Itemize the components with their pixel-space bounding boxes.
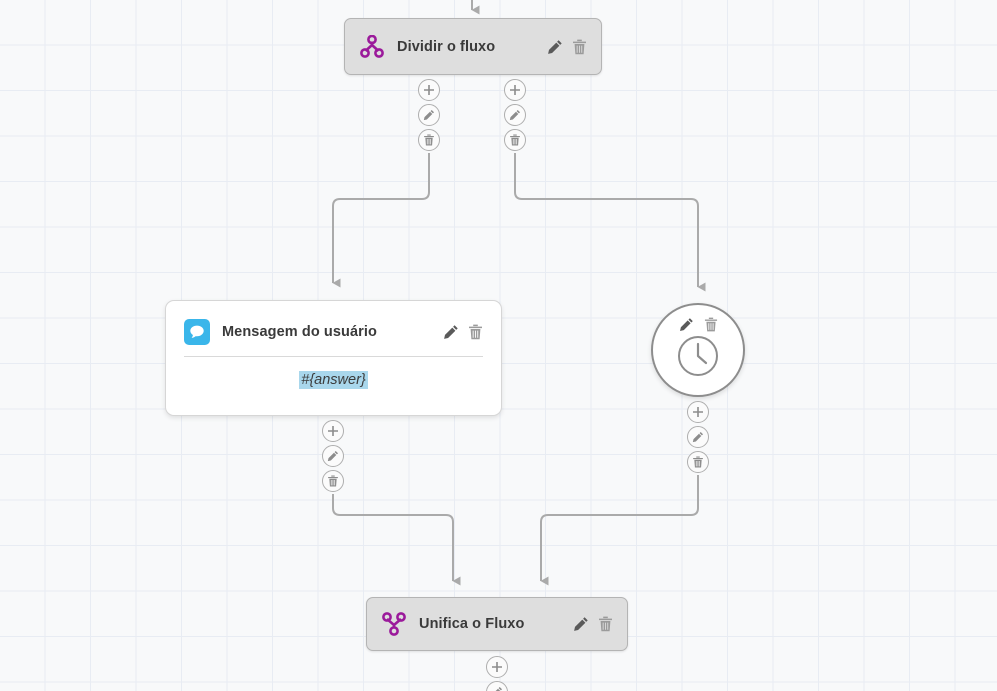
edit-icon[interactable] — [486, 681, 508, 691]
edit-icon[interactable] — [573, 616, 589, 632]
node-delay-timer-actions — [679, 317, 718, 332]
edge-split-message — [332, 153, 430, 288]
node-merge-flow-title: Unifica o Fluxo — [419, 616, 525, 632]
handle-stack-merge-out[interactable] — [486, 656, 508, 691]
node-delay-timer[interactable] — [651, 303, 745, 397]
edit-icon[interactable] — [679, 317, 694, 332]
delete-icon[interactable] — [704, 317, 718, 332]
edit-icon[interactable] — [418, 104, 440, 126]
node-user-message-body: #{answer} — [166, 357, 501, 405]
add-icon[interactable] — [322, 420, 344, 442]
node-split-flow-actions — [547, 39, 587, 55]
add-icon[interactable] — [418, 79, 440, 101]
add-icon[interactable] — [687, 401, 709, 423]
edit-icon[interactable] — [687, 426, 709, 448]
node-user-message-title: Mensagem do usuário — [222, 324, 377, 340]
add-icon[interactable] — [504, 79, 526, 101]
speech-bubble-icon — [184, 319, 210, 345]
edit-icon[interactable] — [504, 104, 526, 126]
message-variable-token[interactable]: #{answer} — [299, 371, 368, 389]
add-icon[interactable] — [486, 656, 508, 678]
node-user-message[interactable]: Mensagem do usuário #{answer} — [165, 300, 502, 416]
delete-icon[interactable] — [687, 451, 709, 473]
node-user-message-actions — [443, 324, 483, 340]
clock-icon — [676, 334, 720, 378]
delete-icon[interactable] — [322, 470, 344, 492]
handle-stack-delay-out[interactable] — [687, 401, 709, 476]
handle-stack-split-out-left[interactable] — [418, 79, 440, 154]
delete-icon[interactable] — [468, 324, 483, 340]
handle-stack-message-out[interactable] — [322, 420, 344, 495]
node-divider — [184, 356, 483, 357]
node-merge-flow[interactable]: Unifica o Fluxo — [366, 597, 628, 651]
node-user-message-header: Mensagem do usuário — [166, 310, 501, 354]
node-merge-flow-actions — [573, 616, 613, 632]
edit-icon[interactable] — [547, 39, 563, 55]
edit-icon[interactable] — [322, 445, 344, 467]
merge-branch-icon — [381, 612, 407, 636]
node-split-flow-title: Dividir o fluxo — [397, 38, 496, 55]
edge-split-delay — [514, 153, 706, 292]
split-branch-icon — [359, 34, 385, 59]
delete-icon[interactable] — [598, 616, 613, 632]
edge-message-merge — [332, 494, 461, 586]
handle-stack-split-out-right[interactable] — [504, 79, 526, 154]
delete-icon[interactable] — [572, 39, 587, 55]
node-split-flow[interactable]: Dividir o fluxo — [344, 18, 602, 75]
delete-icon[interactable] — [504, 129, 526, 151]
edge-delay-merge — [540, 475, 699, 586]
delete-icon[interactable] — [418, 129, 440, 151]
edit-icon[interactable] — [443, 324, 459, 340]
